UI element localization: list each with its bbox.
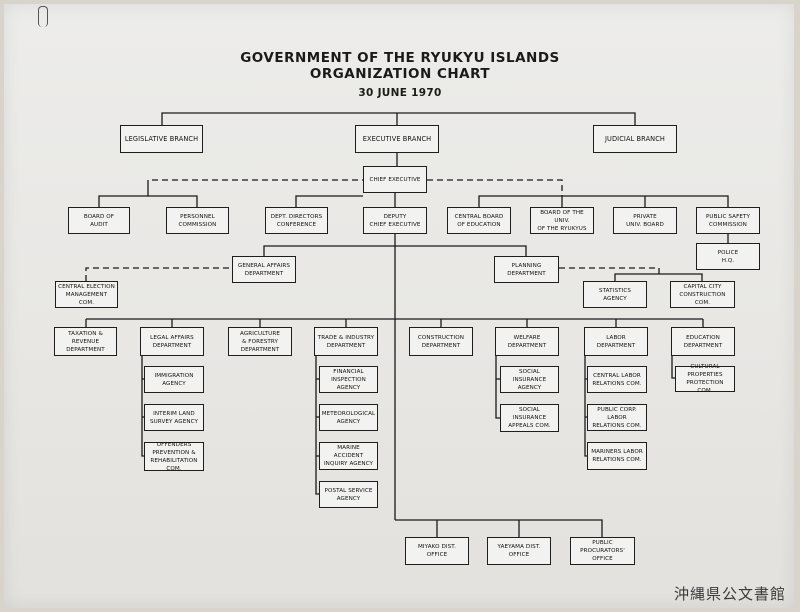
yaeyama-office-box: YAEYAMA DIST. OFFICE: [487, 537, 551, 565]
legal-affairs-department-box: LEGAL AFFAIRS DEPARTMENT: [140, 327, 204, 356]
interim-land-survey-box: INTERIM LAND SURVEY AGENCY: [144, 404, 204, 431]
personnel-commission-box: PERSONNEL COMMISSION: [166, 207, 229, 234]
financial-inspection-box: FINANCIAL INSPECTION AGENCY: [319, 366, 378, 393]
agriculture-forestry-department-box: AGRICULTURE & FORESTRY DEPARTMENT: [228, 327, 292, 356]
planning-box: PLANNING DEPARTMENT: [494, 256, 559, 283]
executive-branch-box: EXECUTIVE BRANCH: [355, 125, 439, 153]
marine-accident-box: MARINE ACCIDENT INQUIRY AGENCY: [319, 442, 378, 470]
trade-industry-department-box: TRADE & INDUSTRY DEPARTMENT: [314, 327, 378, 356]
labor-department-box: LABOR DEPARTMENT: [584, 327, 648, 356]
social-insurance-agency-box: SOCIAL INSURANCE AGENCY: [500, 366, 559, 393]
postal-service-box: POSTAL SERVICE AGENCY: [319, 481, 378, 508]
dept-directors-conference-box: DEPT. DIRECTORS CONFERENCE: [265, 207, 328, 234]
board-univ-ryukyus-box: BOARD OF THE UNIV. OF THE RYUKYUS: [530, 207, 594, 234]
chart-title-line-1: GOVERNMENT OF THE RYUKYU ISLANDS: [240, 50, 560, 66]
board-of-audit-box: BOARD OF AUDIT: [68, 207, 130, 234]
chief-executive-box: CHIEF EXECUTIVE: [363, 166, 427, 193]
private-univ-board-box: PRIVATE UNIV. BOARD: [613, 207, 677, 234]
chart-date: 30 JUNE 1970: [358, 87, 442, 99]
meteorological-agency-box: METEOROLOGICAL AGENCY: [319, 404, 378, 431]
immigration-agency-box: IMMIGRATION AGENCY: [144, 366, 204, 393]
mariners-labor-box: MARINERS LABOR RELATIONS COM.: [587, 442, 647, 470]
miyako-office-box: MIYAKO DIST. OFFICE: [405, 537, 469, 565]
chart-title-line-2: ORGANIZATION CHART: [309, 66, 491, 82]
public-corp-labor-box: PUBLIC CORP. LABOR RELATIONS COM.: [587, 404, 647, 431]
statistics-agency-box: STATISTICS AGENCY: [583, 281, 647, 308]
archive-watermark: 沖縄県公文書館: [673, 585, 786, 603]
central-labor-relations-box: CENTRAL LABOR RELATIONS COM.: [587, 366, 647, 393]
cultural-properties-box: CULTURAL PROPERTIES PROTECTION COM.: [675, 364, 735, 394]
public-safety-commission-box: PUBLIC SAFETY COMMISSION: [696, 207, 760, 234]
general-affairs-box: GENERAL AFFAIRS DEPARTMENT: [232, 256, 296, 283]
public-procurators-box: PUBLIC PROCURATORS' OFFICE: [570, 537, 635, 565]
offenders-prevention-box: OFFENDERS PREVENTION & REHABILITATION CO…: [144, 442, 204, 472]
construction-department-box: CONSTRUCTION DEPARTMENT: [409, 327, 473, 356]
central-election-box: CENTRAL ELECTION MANAGEMENT COM.: [55, 281, 118, 308]
capital-city-box: CAPITAL CITY CONSTRUCTION COM.: [670, 281, 735, 308]
judicial-branch-box: JUDICIAL BRANCH: [593, 125, 677, 153]
education-department-box: EDUCATION DEPARTMENT: [671, 327, 735, 356]
legislative-branch-box: LEGISLATIVE BRANCH: [120, 125, 203, 153]
taxation-department-box: TAXATION & REVENUE DEPARTMENT: [54, 327, 117, 356]
police-hq-box: POLICE H.Q.: [696, 243, 760, 270]
welfare-department-box: WELFARE DEPARTMENT: [495, 327, 559, 356]
deputy-chief-executive-box: DEPUTY CHIEF EXECUTIVE: [363, 207, 427, 234]
social-insurance-appeals-box: SOCIAL INSURANCE APPEALS COM.: [500, 404, 559, 432]
paper-clip: [38, 6, 48, 27]
chart-board: [4, 4, 794, 608]
central-board-of-education-box: CENTRAL BOARD OF EDUCATION: [447, 207, 511, 234]
